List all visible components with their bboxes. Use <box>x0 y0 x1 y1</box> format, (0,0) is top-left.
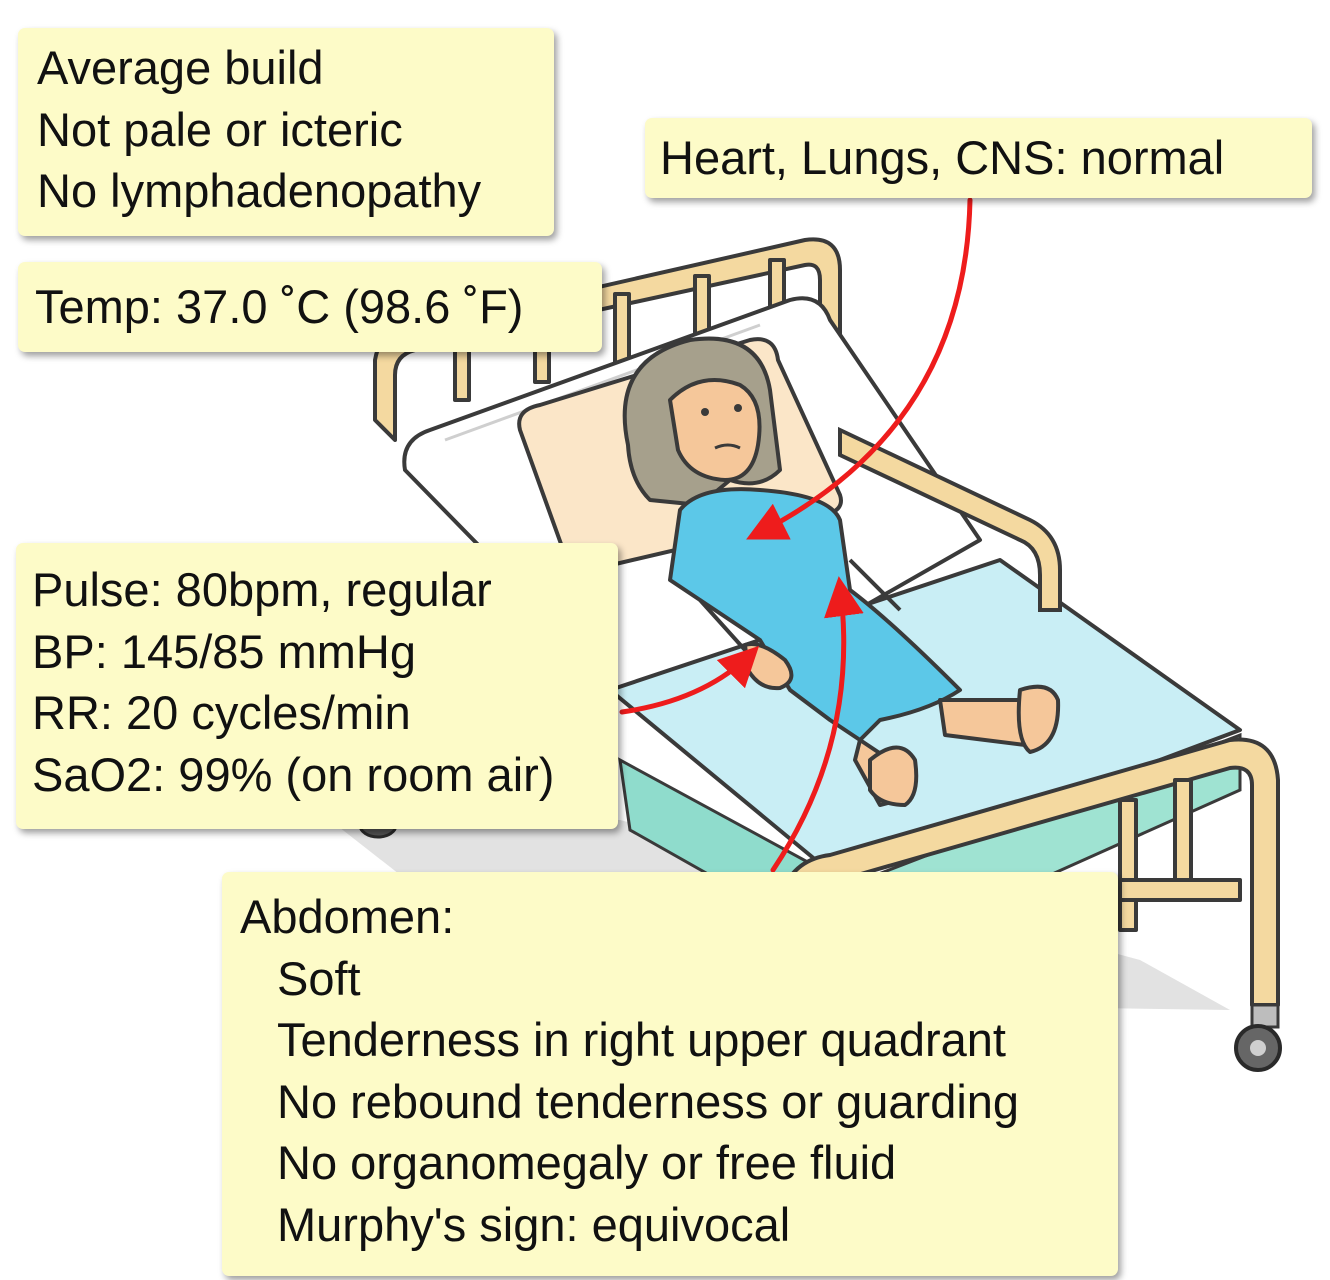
abdomen-heading: Abdomen: <box>240 890 455 943</box>
vital-signs-note: Pulse: 80bpm, regular BP: 145/85 mmHg RR… <box>16 543 618 829</box>
general-line: No lymphadenopathy <box>37 164 482 217</box>
annotation-arrows <box>619 197 973 873</box>
patient-gown <box>668 487 962 742</box>
temperature-text: Temp: 37.0 ˚C (98.6 ˚F) <box>35 280 524 333</box>
organs-text: Heart, Lungs, CNS: normal <box>660 131 1225 184</box>
abdomen-finding: Tenderness in right upper quadrant <box>277 1013 1006 1066</box>
arrow-to-chest <box>746 197 973 540</box>
abdomen-finding: Murphy's sign: equivocal <box>277 1197 791 1251</box>
bed-side-rail <box>838 426 1062 612</box>
general-appearance-note: Average build Not pale or icteric No lym… <box>18 28 554 236</box>
vital-line: RR: 20 cycles/min <box>32 686 411 739</box>
organs-note: Heart, Lungs, CNS: normal <box>645 118 1312 198</box>
arrow-to-wrist <box>619 645 760 715</box>
vital-line: SaO2: 99% (on room air) <box>32 747 555 801</box>
abdomen-note: Abdomen: Soft Tenderness in right upper … <box>222 872 1118 1276</box>
general-line: Not pale or icteric <box>37 102 403 156</box>
bed-caster-wheel <box>1234 1003 1282 1072</box>
general-line: Average build <box>37 41 324 94</box>
arrow-to-abdomen <box>770 576 864 873</box>
patient <box>622 336 1061 807</box>
vital-line: BP: 145/85 mmHg <box>32 624 417 678</box>
abdomen-finding: No organomegaly or free fluid <box>277 1136 897 1189</box>
abdomen-finding: No rebound tenderness or guarding <box>277 1074 1020 1128</box>
temperature-note: Temp: 37.0 ˚C (98.6 ˚F) <box>18 262 602 352</box>
abdomen-finding: Soft <box>277 951 361 1005</box>
vital-line: Pulse: 80bpm, regular <box>32 563 492 616</box>
